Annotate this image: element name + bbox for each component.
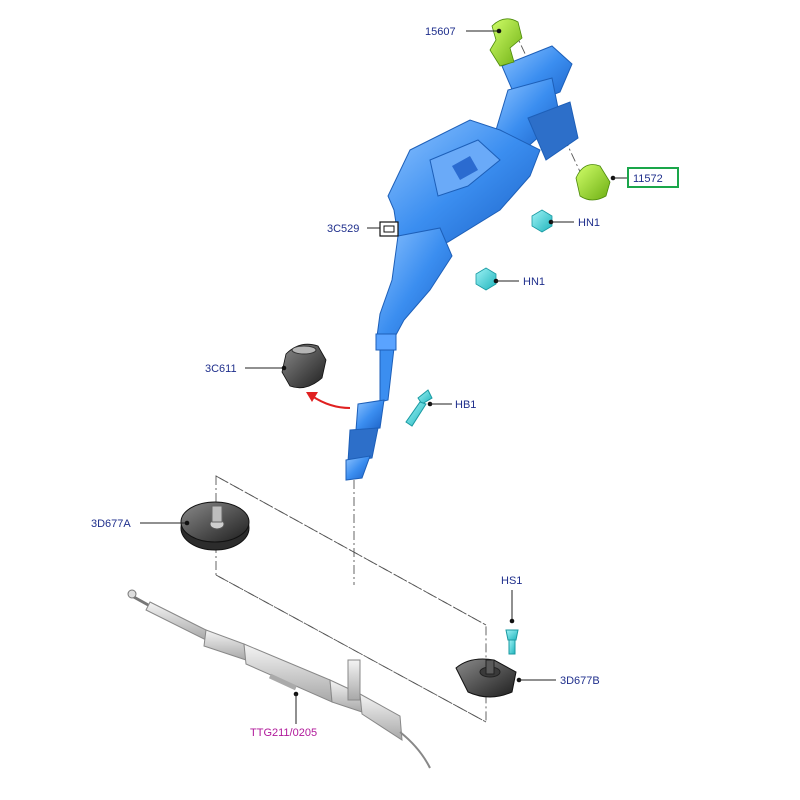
screw-icon <box>505 629 519 655</box>
green-clip-icon <box>489 18 523 67</box>
callout-15607: 15607 <box>425 26 502 38</box>
bolt-icon <box>405 389 433 427</box>
label-15607: 15607 <box>425 26 456 38</box>
nut-hn1-upper <box>531 209 553 233</box>
bolt-hb1 <box>405 389 433 427</box>
callout-hn1-lower: HN1 <box>493 276 545 288</box>
callout-hs1: HS1 <box>501 575 522 624</box>
nut-icon <box>531 209 553 233</box>
callout-hn1-upper: HN1 <box>548 217 600 229</box>
bush-11572 <box>575 164 611 201</box>
label-3d677b: 3D677B <box>560 675 600 687</box>
label-11572: 11572 <box>633 173 663 185</box>
red-arrow <box>306 392 351 409</box>
boot-3c611 <box>281 343 327 389</box>
mounting-plate-icon <box>455 658 517 698</box>
steering-rack <box>127 589 431 769</box>
nut-icon <box>475 267 497 291</box>
clip-15607 <box>489 18 523 67</box>
callout-3d677b: 3D677B <box>516 675 600 687</box>
label-3c529: 3C529 <box>327 223 359 235</box>
connector-3c529 <box>379 221 399 237</box>
label-hs1: HS1 <box>501 575 522 587</box>
label-hn1-upper: HN1 <box>578 217 600 229</box>
steering-rack-icon <box>127 589 431 769</box>
callout-3d677a: 3D677A <box>91 518 190 530</box>
callout-3c529: 3C529 <box>327 223 380 235</box>
mounting-plate-icon <box>180 501 250 551</box>
label-hn1-lower: HN1 <box>523 276 545 288</box>
callout-3c611: 3C611 <box>205 363 287 375</box>
screw-hs1 <box>505 629 519 655</box>
label-3c611: 3C611 <box>205 363 237 375</box>
label-ttg: TTG211/0205 <box>250 727 317 739</box>
label-hb1: HB1 <box>455 399 476 411</box>
mount-3d677a <box>180 501 250 551</box>
callout-11572: 11572 <box>610 167 679 188</box>
connector-icon <box>379 221 399 237</box>
green-bush-icon <box>575 164 611 201</box>
callout-ttg: TTG211/0205 <box>250 691 317 739</box>
nut-hn1-lower <box>475 267 497 291</box>
steering-column <box>345 45 579 481</box>
label-3d677a: 3D677A <box>91 518 131 530</box>
mount-3d677b <box>455 658 517 698</box>
callout-hb1: HB1 <box>427 399 476 411</box>
highlight-box <box>627 167 679 188</box>
